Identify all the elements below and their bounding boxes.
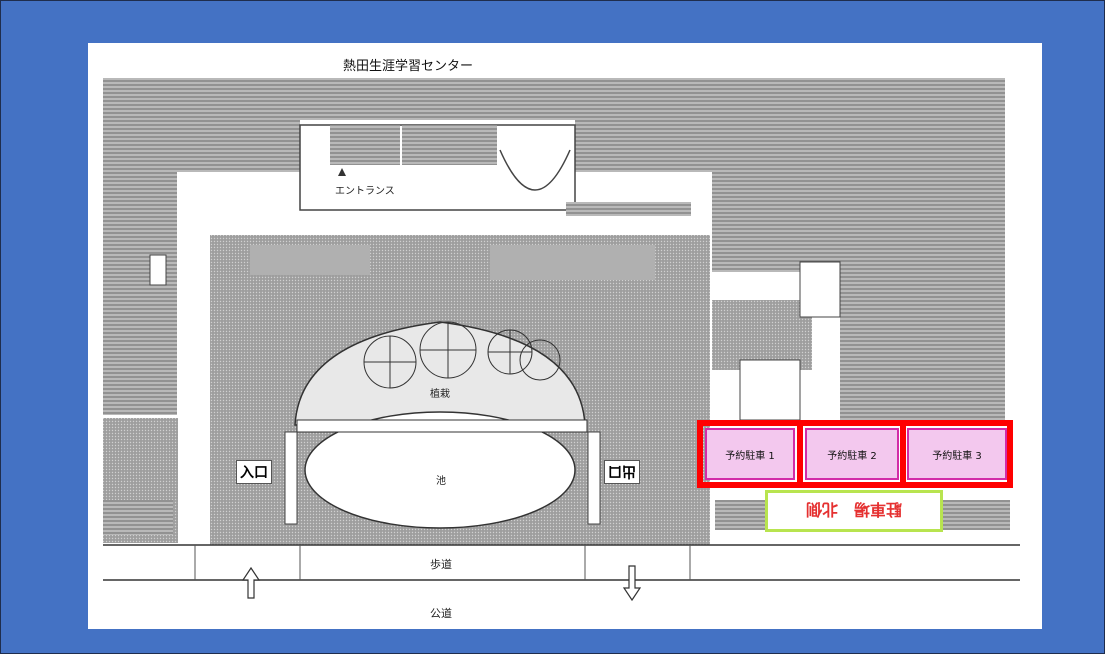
reserved-parking-highlight: [697, 420, 1013, 488]
reserved-divider: [900, 426, 906, 484]
pond-label: 池: [436, 476, 446, 487]
building-hatch: [103, 78, 1005, 420]
right-block: [712, 300, 812, 370]
reserved-spot-1: 予約駐車 1: [705, 428, 795, 480]
entrance-label: エントランス: [335, 186, 395, 197]
map-title: 熱田生涯学習センター: [343, 59, 474, 74]
reserved-divider: [797, 426, 803, 484]
planting-area: [294, 321, 586, 426]
entrance-marker: [338, 168, 346, 176]
entry-arrow: [241, 566, 261, 599]
exit-label: 出口: [604, 460, 640, 484]
entry-label: 入口: [236, 460, 272, 484]
planting-label: 植栽: [430, 389, 450, 400]
exit-arrow: [622, 565, 642, 602]
reserved-spot-2: 予約駐車 2: [805, 428, 899, 480]
public-road-label: 公道: [430, 607, 452, 620]
sidewalk-label: 歩道: [430, 558, 452, 571]
pond: [304, 411, 576, 529]
reserved-spot-3: 予約駐車 3: [907, 428, 1007, 480]
parking-sign: 駐車場 北側: [765, 490, 943, 532]
